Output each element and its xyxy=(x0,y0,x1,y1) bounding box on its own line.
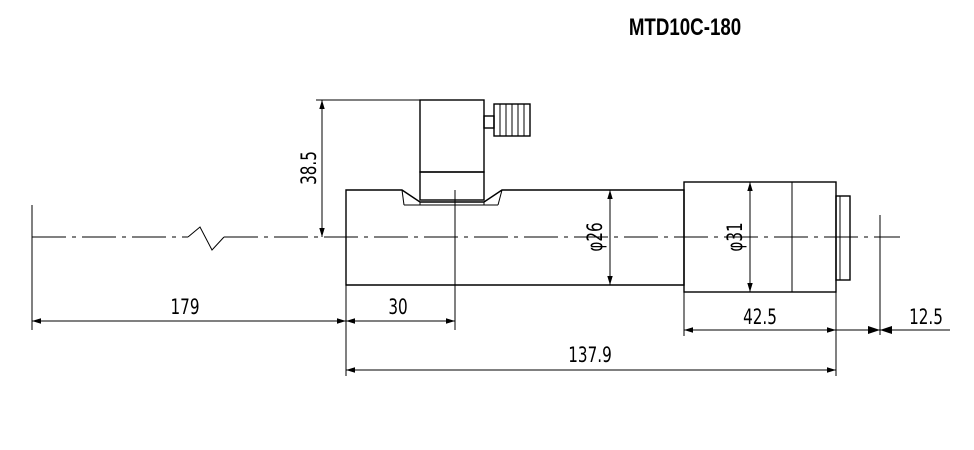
offset-label: 30 xyxy=(388,296,407,320)
dia-small-dimension: φ26 xyxy=(584,190,613,285)
left-length-label: 179 xyxy=(170,296,199,320)
dia-large-dimension: φ31 xyxy=(724,182,753,292)
offset-dimension: 30 xyxy=(346,296,455,324)
main-body xyxy=(345,189,685,330)
dia-small-label: φ26 xyxy=(584,222,608,251)
lock-head xyxy=(419,99,531,201)
barrel-length-dimension: 42.5 xyxy=(684,306,836,333)
height-label: 38.5 xyxy=(298,151,322,185)
drawing-title: MTD10C-180 xyxy=(628,14,742,41)
left-length-dimension: 179 xyxy=(32,296,346,324)
knob-length-dimension: 12.5 xyxy=(836,306,950,334)
center-line xyxy=(32,226,900,251)
height-dimension: 38.5 xyxy=(298,99,420,237)
total-length-label: 137.9 xyxy=(568,344,612,368)
total-length-dimension: 137.9 xyxy=(346,344,836,373)
knob-length-label: 12.5 xyxy=(909,306,943,330)
dia-large-label: φ31 xyxy=(724,222,748,251)
barrel-length-label: 42.5 xyxy=(743,306,777,330)
micrometer-barrel xyxy=(683,181,851,293)
